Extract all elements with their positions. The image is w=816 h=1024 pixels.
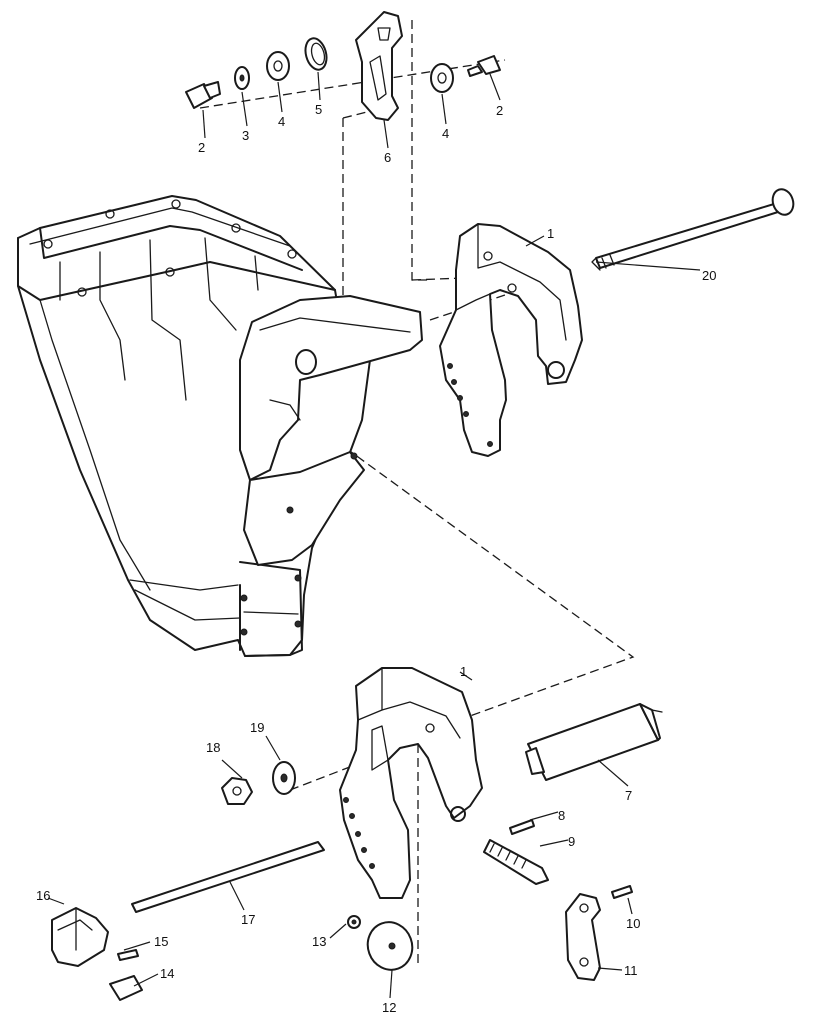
tilt-tube-bolt	[591, 188, 795, 271]
callout-8: 8	[558, 808, 565, 823]
top-hardware	[185, 11, 501, 121]
callout-2-left: 2	[198, 140, 205, 155]
callout-5: 5	[315, 102, 322, 117]
callout-11: 11	[624, 963, 638, 978]
callout-2-right: 2	[496, 103, 503, 118]
callout-1-upper: 1	[547, 226, 554, 241]
callout-17: 17	[241, 912, 255, 927]
callout-14: 14	[160, 966, 174, 981]
callout-9: 9	[568, 834, 575, 849]
callout-13: 13	[312, 934, 326, 949]
callout-19: 19	[250, 720, 264, 735]
callout-6: 6	[384, 150, 391, 165]
callouts: 1 1 2 2 3 4 4 5 6 7 8 9 10 11 12 13 14 1…	[36, 102, 716, 1015]
callout-3: 3	[242, 128, 249, 143]
lower-stern-bracket	[339, 667, 483, 899]
lower-hardware	[51, 703, 663, 1001]
callout-10: 10	[626, 916, 640, 931]
callout-4-left: 4	[278, 114, 285, 129]
upper-stern-bracket	[439, 223, 583, 457]
callout-18: 18	[206, 740, 220, 755]
driveshaft-housing	[17, 195, 423, 657]
callout-15: 15	[154, 934, 168, 949]
callout-16: 16	[36, 888, 50, 903]
callout-1-lower: 1	[460, 664, 467, 679]
callout-20: 20	[702, 268, 716, 283]
callout-4-right: 4	[442, 126, 449, 141]
callout-leaders	[47, 71, 701, 999]
callout-12: 12	[382, 1000, 396, 1015]
callout-7: 7	[625, 788, 632, 803]
